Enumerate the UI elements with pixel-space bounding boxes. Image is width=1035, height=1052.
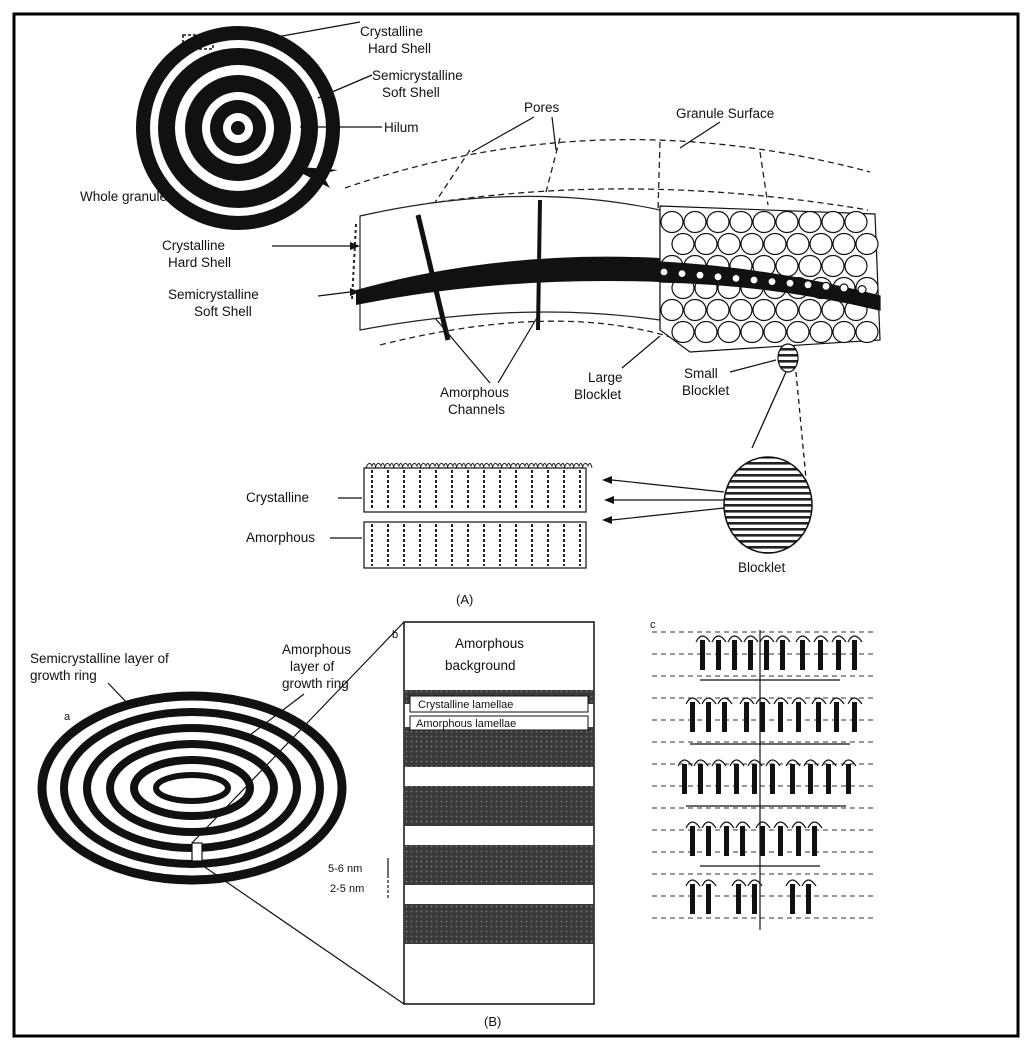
label-semicrystalline-soft-shell-1: Semicrystalline	[372, 68, 463, 83]
label-amorphous-background-2: background	[445, 658, 516, 673]
label-amorphous-channels-2: Channels	[448, 402, 505, 417]
lamellae-arrows	[612, 480, 724, 520]
label-small-blocklet-1: Small	[684, 366, 718, 381]
label-semicrystalline-layer-2: growth ring	[30, 668, 97, 683]
label-semicrystalline-soft-shell-left-1: Semicrystalline	[168, 287, 259, 302]
lamellae-stack	[364, 463, 592, 568]
label-large-blocklet-2: Blocklet	[574, 387, 622, 402]
label-dimension-1: 5-6 nm	[328, 863, 362, 875]
label-semicrystalline-layer-1: Semicrystalline layer of	[30, 651, 169, 666]
label-crystalline-lamellae: Crystalline lamellae	[418, 699, 513, 711]
small-blocklet-marker	[778, 344, 798, 372]
label-crystalline-lamella: Crystalline	[246, 490, 309, 505]
amylopectin-cluster	[652, 630, 876, 930]
label-crystalline-hard-shell-1: Crystalline	[360, 24, 423, 39]
caption-part-b: (B)	[484, 1014, 501, 1029]
label-hilum: Hilum	[384, 120, 419, 135]
label-crystalline-hard-shell-left-1: Crystalline	[162, 238, 225, 253]
label-whole-granule: Whole granule	[80, 189, 167, 204]
label-amorphous-lamella: Amorphous	[246, 530, 315, 545]
label-crystalline-hard-shell-left-2: Hard Shell	[168, 255, 231, 270]
label-crystalline-hard-shell-2: Hard Shell	[368, 41, 431, 56]
label-dimension-2: 2-5 nm	[330, 883, 364, 895]
label-amorphous-layer-2: layer of	[290, 659, 335, 674]
label-semicrystalline-soft-shell-left-2: Soft Shell	[194, 304, 252, 319]
label-amorphous-lamellae: Amorphous lamellae	[416, 718, 516, 730]
label-amorphous-channels-1: Amorphous	[440, 385, 509, 400]
label-granule-surface: Granule Surface	[676, 106, 774, 121]
label-blocklet: Blocklet	[738, 560, 786, 575]
label-large-blocklet-1: Large	[588, 370, 623, 385]
label-semicrystalline-soft-shell-2: Soft Shell	[382, 85, 440, 100]
label-amorphous-background-1: Amorphous	[455, 636, 524, 651]
label-panel-c: c	[650, 619, 656, 631]
lamellae-column	[404, 622, 594, 1004]
label-panel-a: a	[64, 711, 71, 723]
label-pores: Pores	[524, 100, 560, 115]
label-amorphous-layer-1: Amorphous	[282, 642, 351, 657]
label-panel-b: b	[392, 629, 398, 641]
blocklet-detail	[724, 457, 812, 553]
caption-part-a: (A)	[456, 592, 473, 607]
label-amorphous-layer-3: growth ring	[282, 676, 349, 691]
label-small-blocklet-2: Blocklet	[682, 383, 730, 398]
blocklet-block	[660, 206, 880, 352]
cross-section-slab	[352, 196, 660, 340]
